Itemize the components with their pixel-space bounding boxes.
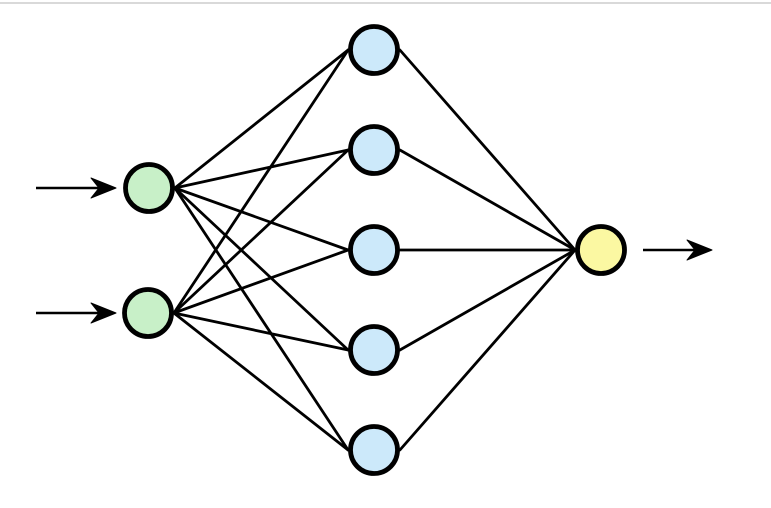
hidden-3-node: [348, 224, 400, 276]
edge-input-1-to-hidden-2: [173, 148, 350, 190]
edge-hidden-4-to-output-1: [398, 248, 577, 352]
edge-input-2-to-hidden-2: [172, 148, 350, 315]
input-arrow-2-head: [90, 302, 117, 324]
edge-hidden-2-to-output-1: [398, 148, 577, 252]
output-1-node: [575, 224, 627, 276]
edge-input-2-to-hidden-4: [172, 311, 350, 352]
hidden-2-node: [348, 124, 400, 176]
edge-hidden-1-to-output-1: [398, 48, 577, 252]
hidden-1-node: [348, 24, 400, 76]
edge-input-1-to-hidden-4: [173, 186, 350, 352]
edge-hidden-5-to-output-1: [398, 248, 577, 452]
output-arrow-head: [686, 239, 713, 261]
edge-input-1-to-hidden-3: [173, 186, 350, 252]
hidden-4-node: [348, 324, 400, 376]
edge-input-1-to-hidden-5: [173, 186, 350, 452]
window-top-border: [0, 2, 771, 4]
input-1-node: [123, 162, 175, 214]
input-arrow-1-head: [90, 177, 117, 199]
hidden-5-node: [348, 424, 400, 476]
edge-input-2-to-hidden-3: [172, 248, 350, 315]
edge-input-1-to-hidden-1: [173, 48, 350, 190]
edge-input-2-to-hidden-5: [172, 311, 350, 452]
input-2-node: [122, 287, 174, 339]
edge-input-2-to-hidden-1: [172, 48, 350, 315]
